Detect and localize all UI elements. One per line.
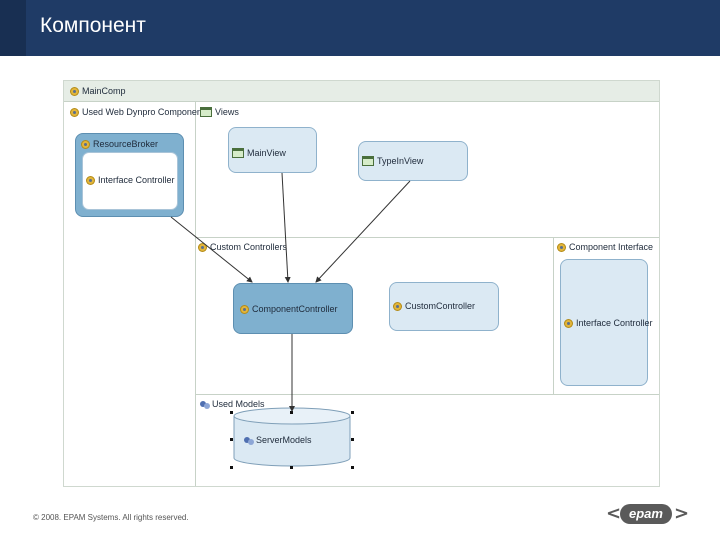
interface-divider (553, 237, 554, 394)
component-interface-title: Component Interface (557, 242, 653, 252)
selection-handle[interactable] (290, 411, 293, 414)
view-icon (200, 107, 212, 117)
custom-controller-title: CustomController (393, 301, 475, 311)
interface-controller-right-label: Interface Controller (576, 318, 653, 328)
controller-icon (393, 302, 402, 311)
resource-broker-title: ResourceBroker (81, 139, 158, 149)
custom-controllers-label: Custom Controllers (210, 242, 288, 252)
model-icon (200, 400, 210, 409)
component-controller-label: ComponentController (252, 304, 338, 314)
model-title: ServerModels (244, 435, 312, 445)
custom-controller-label: CustomController (405, 301, 476, 311)
type-in-view-title: TypeInView (362, 156, 423, 166)
selection-handle[interactable] (230, 438, 233, 441)
title-accent-strip (0, 0, 26, 56)
root-divider (64, 101, 659, 102)
main-view-node[interactable]: MainView (228, 127, 317, 173)
custom-controllers-title: Custom Controllers (198, 242, 287, 252)
selection-handle[interactable] (351, 466, 354, 469)
type-in-view-label: TypeInView (377, 156, 424, 166)
selection-handle[interactable] (230, 411, 233, 414)
used-components-title: Used Web Dynpro Components (70, 107, 209, 117)
interface-controller-left-title: Interface Controller (86, 175, 175, 185)
left-column-divider (195, 101, 196, 486)
interface-controller-right-node[interactable]: Interface Controller (560, 259, 653, 386)
model-cylinder[interactable] (224, 406, 359, 471)
copyright-text: © 2008. EPAM Systems. All rights reserve… (33, 513, 189, 522)
logo-chevron-left-icon: < (606, 503, 622, 524)
controller-icon (86, 176, 95, 185)
component-icon (70, 87, 79, 96)
connector-main-view-to-component-controller (281, 172, 291, 283)
custom-controller-node[interactable]: CustomController (389, 282, 499, 331)
epam-wordmark: epam (620, 504, 672, 524)
interface-controller-left-label: Interface Controller (98, 175, 175, 185)
logo-chevron-right-icon: > (674, 503, 690, 524)
models-divider (195, 394, 659, 395)
interface-controller-right-title: Interface Controller (564, 318, 653, 328)
selection-handle[interactable] (351, 411, 354, 414)
connector-interface-to-component-controller (170, 216, 253, 283)
controller-icon (240, 305, 249, 314)
root-label: MainComp (82, 86, 126, 96)
connector-layer (170, 172, 411, 412)
component-icon (70, 108, 79, 117)
type-in-view-node[interactable]: TypeInView (358, 141, 468, 181)
main-view-label: MainView (247, 148, 286, 158)
view-icon (362, 156, 374, 166)
controller-icon (557, 243, 566, 252)
component-interface-label: Component Interface (569, 242, 654, 252)
controller-icon (564, 319, 573, 328)
title-bar (0, 0, 720, 56)
selection-handle[interactable] (230, 466, 233, 469)
component-controller-title: ComponentController (240, 304, 338, 314)
used-models-title: Used Models (200, 399, 265, 409)
component-controller-node[interactable]: ComponentController (233, 283, 353, 334)
used-models-label: Used Models (212, 399, 265, 409)
model-label: ServerModels (256, 435, 312, 445)
connector-type-in-view-to-component-controller (315, 180, 411, 283)
used-components-label: Used Web Dynpro Components (82, 107, 209, 117)
views-title: Views (200, 107, 239, 117)
component-icon (81, 140, 90, 149)
selection-handle[interactable] (351, 438, 354, 441)
epam-logo: < epam > (606, 503, 690, 525)
views-divider (195, 237, 659, 238)
resource-broker-node[interactable]: ResourceBroker Interface Controller (75, 133, 184, 217)
component-diagram: MainComp Used Web Dynpro Components View… (63, 80, 660, 487)
views-label: Views (215, 107, 239, 117)
resource-broker-label: ResourceBroker (93, 139, 159, 149)
model-icon (244, 436, 254, 445)
slide-title: Компонент (40, 14, 146, 37)
main-view-title: MainView (232, 148, 286, 158)
controller-icon (198, 243, 207, 252)
interface-controller-left-node[interactable]: Interface Controller (82, 152, 178, 210)
view-icon (232, 148, 244, 158)
selection-handle[interactable] (290, 466, 293, 469)
root-title: MainComp (70, 86, 126, 96)
